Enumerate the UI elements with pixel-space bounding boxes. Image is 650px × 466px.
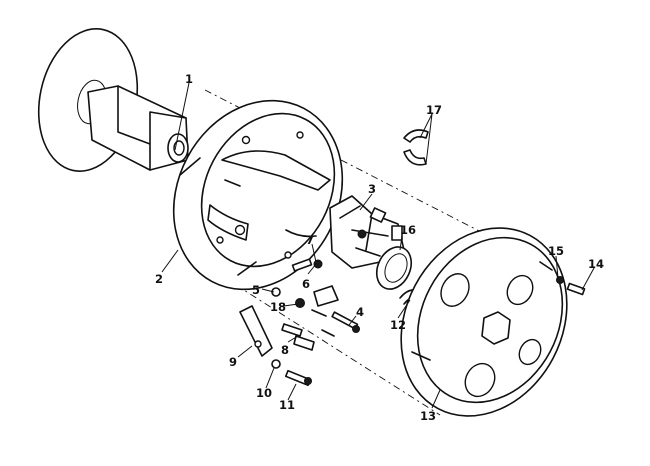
callout-11: 11 — [279, 398, 295, 412]
roller-part-16 — [375, 246, 413, 290]
callout-7: 7 — [306, 233, 314, 247]
callout-4: 4 — [356, 305, 364, 319]
callout-3: 3 — [368, 182, 376, 196]
hardware-items — [271, 258, 586, 387]
callout-1: 1 — [185, 72, 193, 86]
bracket-part-9 — [239, 305, 273, 357]
callout-12: 12 — [390, 318, 406, 332]
callout-14: 14 — [588, 257, 604, 271]
callout-9: 9 — [229, 355, 237, 369]
callout-13: 13 — [420, 409, 436, 423]
fixed-sheave-part-1 — [37, 28, 189, 172]
callout-10: 10 — [256, 386, 272, 400]
spider-assembly-part-3 — [329, 195, 405, 269]
callout-15: 15 — [548, 244, 564, 258]
callout-17: 17 — [426, 103, 442, 117]
callout-2: 2 — [155, 272, 163, 286]
callout-8: 8 — [281, 343, 289, 357]
ring-halves-part-17 — [403, 129, 429, 166]
movable-sheave-part-2 — [172, 99, 344, 291]
callout-6: 6 — [302, 277, 310, 291]
callout-18: 18 — [270, 300, 286, 314]
cover-part-13 — [400, 227, 568, 417]
callout-5: 5 — [252, 283, 260, 297]
callout-labels: 1 2 3 4 5 6 7 8 9 10 11 12 13 14 15 16 1… — [155, 72, 604, 423]
callout-16: 16 — [400, 223, 416, 237]
leader-lines — [161, 82, 595, 409]
